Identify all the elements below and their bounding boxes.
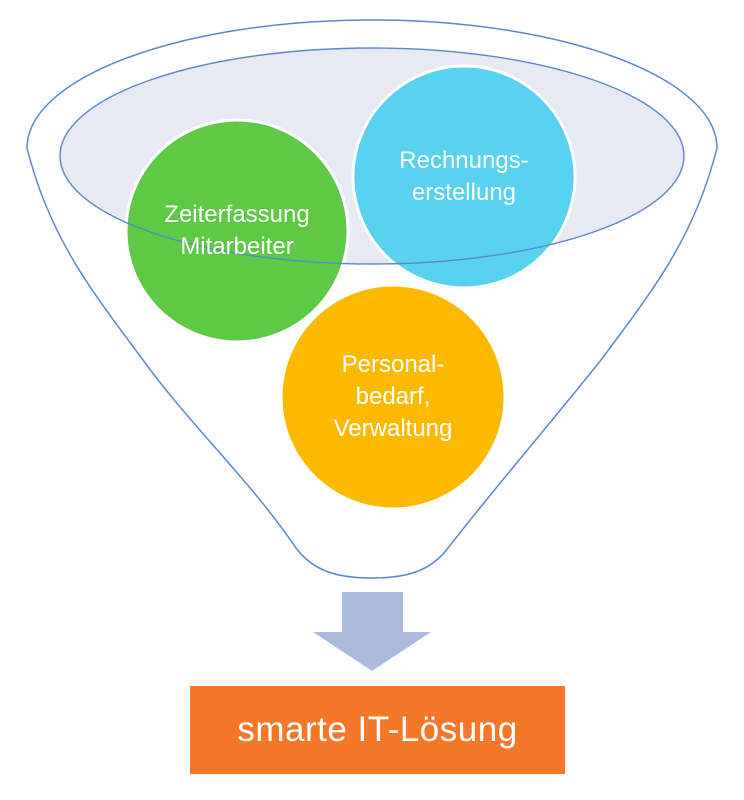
circle-zeiterfassung-mitarbeiter xyxy=(124,118,350,344)
down-arrow-icon xyxy=(313,592,431,671)
circle-personalbedarf-verwaltung xyxy=(279,283,507,511)
result-box xyxy=(190,686,565,774)
circle-rechnungserstellung xyxy=(351,64,577,290)
funnel-basin-outline xyxy=(59,47,685,265)
